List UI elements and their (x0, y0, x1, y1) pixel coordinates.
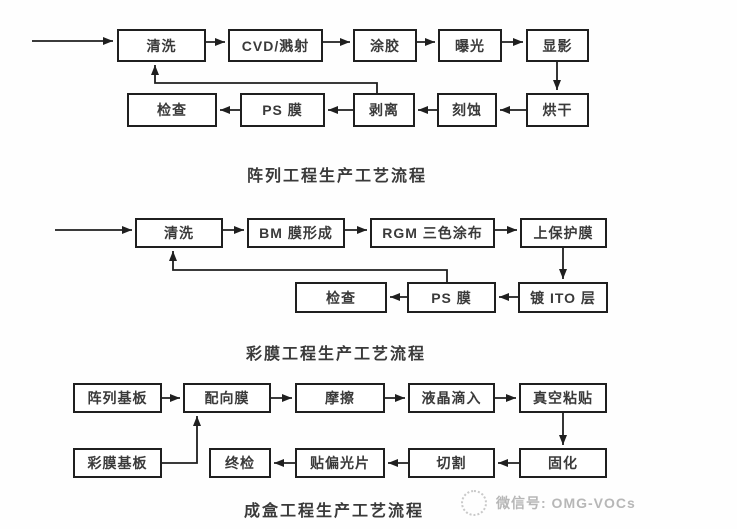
node-final-inspection: 终检 (209, 448, 271, 478)
node-exposure: 曝光 (438, 29, 502, 62)
wechat-seal-icon (461, 490, 487, 516)
edge-cfsubstrate-alignment (162, 416, 201, 464)
node-protective-film: 上保护膜 (520, 218, 607, 248)
chart-title-colorfilter-process: 彩膜工程生产工艺流程 (245, 346, 426, 363)
node-resist-coating: 涂胶 (353, 29, 417, 62)
watermark-label: 微信号: OMG-VOCs (496, 495, 636, 511)
node-etching: 刻蚀 (437, 93, 497, 127)
chart-title-array-process: 阵列工程生产工艺流程 (246, 168, 427, 185)
node-curing: 固化 (519, 448, 607, 478)
node-development: 显影 (526, 29, 589, 62)
chart-title-cell-process: 成盒工程生产工艺流程 (243, 503, 424, 520)
node-cleaning-2: 清洗 (135, 218, 223, 248)
node-cf-substrate: 彩膜基板 (73, 448, 162, 478)
node-drying: 烘干 (526, 93, 589, 127)
node-rgm-tricolor-coating: RGM 三色涂布 (370, 218, 495, 248)
node-polarizer-attaching: 贴偏光片 (295, 448, 385, 478)
node-vacuum-bonding: 真空粘贴 (519, 383, 607, 413)
node-stripping: 剥离 (353, 93, 415, 127)
node-cvd-sputtering: CVD/溅射 (228, 29, 323, 62)
node-rubbing: 摩擦 (295, 383, 385, 413)
node-cutting: 切割 (408, 448, 495, 478)
node-inspection-1: 检查 (127, 93, 217, 127)
node-lc-dropping: 液晶滴入 (408, 383, 495, 413)
node-alignment-film: 配向膜 (183, 383, 271, 413)
edge-stripping-cleaning-feedback (151, 65, 378, 93)
edge-psfilm-cleaning-feedback (169, 251, 448, 282)
node-bm-film-formation: BM 膜形成 (247, 218, 345, 248)
node-ps-film-2: PS 膜 (407, 282, 496, 313)
node-ps-film-1: PS 膜 (240, 93, 325, 127)
watermark: 微信号: OMG-VOCs (461, 490, 636, 516)
node-ito-coating: 镀 ITO 层 (518, 282, 608, 313)
node-cleaning-1: 清洗 (117, 29, 206, 62)
node-array-substrate: 阵列基板 (73, 383, 162, 413)
node-inspection-2: 检查 (295, 282, 387, 313)
